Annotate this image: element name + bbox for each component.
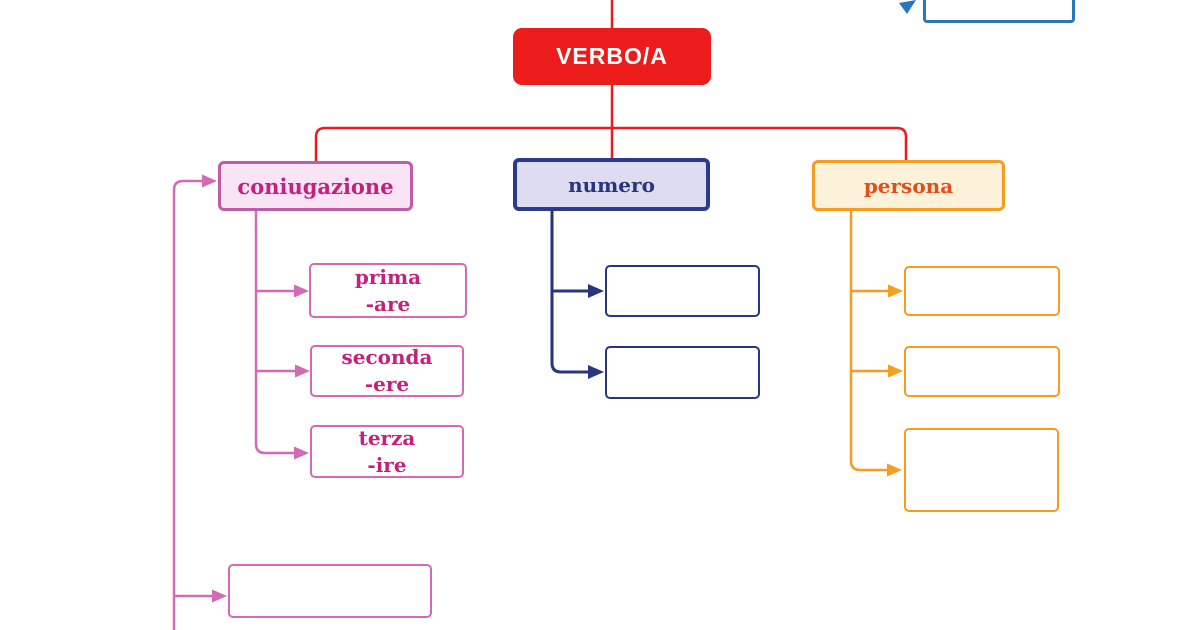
node-prima-line1: prima [354, 264, 422, 289]
node-numero-label: numero [568, 172, 655, 197]
node-persona[interactable]: persona [812, 160, 1005, 211]
numero-arrowheads [588, 284, 604, 379]
node-verbo-label: VERBO/A [556, 43, 668, 69]
node-coniugazione-label: coniugazione [237, 173, 394, 199]
node-coniugazione[interactable]: coniugazione [218, 161, 413, 211]
node-prima-are[interactable]: prima -are [309, 263, 467, 318]
node-persona-child-1[interactable] [904, 266, 1060, 316]
node-numero-child-1[interactable] [605, 265, 760, 317]
node-prima-line2: -are [365, 291, 411, 316]
node-verbo[interactable]: VERBO/A [513, 28, 711, 85]
node-persona-label: persona [863, 173, 954, 198]
node-terza-line1: terza [358, 425, 416, 450]
node-persona-child-2[interactable] [904, 346, 1060, 397]
node-terza-ire[interactable]: terza -ire [310, 425, 464, 478]
persona-arrowheads [887, 284, 903, 477]
coniugazione-arrowheads [202, 174, 310, 603]
coniugazione-connector [172, 179, 296, 630]
node-seconda-line2: -ere [364, 372, 410, 396]
persona-connector [849, 211, 889, 472]
node-seconda-ere[interactable]: seconda -ere [310, 345, 464, 397]
node-numero[interactable]: numero [513, 158, 710, 211]
node-numero-child-2[interactable] [605, 346, 760, 399]
node-seconda-line1: seconda [341, 345, 433, 369]
red-connector [314, 0, 908, 161]
numero-connector [550, 211, 589, 374]
node-terza-line2: -ire [367, 452, 407, 477]
blue-arrowhead [899, 0, 916, 14]
node-coniugazione-empty-child[interactable] [228, 564, 432, 618]
node-top-right-partial[interactable] [923, 0, 1075, 23]
node-persona-child-3[interactable] [904, 428, 1059, 512]
